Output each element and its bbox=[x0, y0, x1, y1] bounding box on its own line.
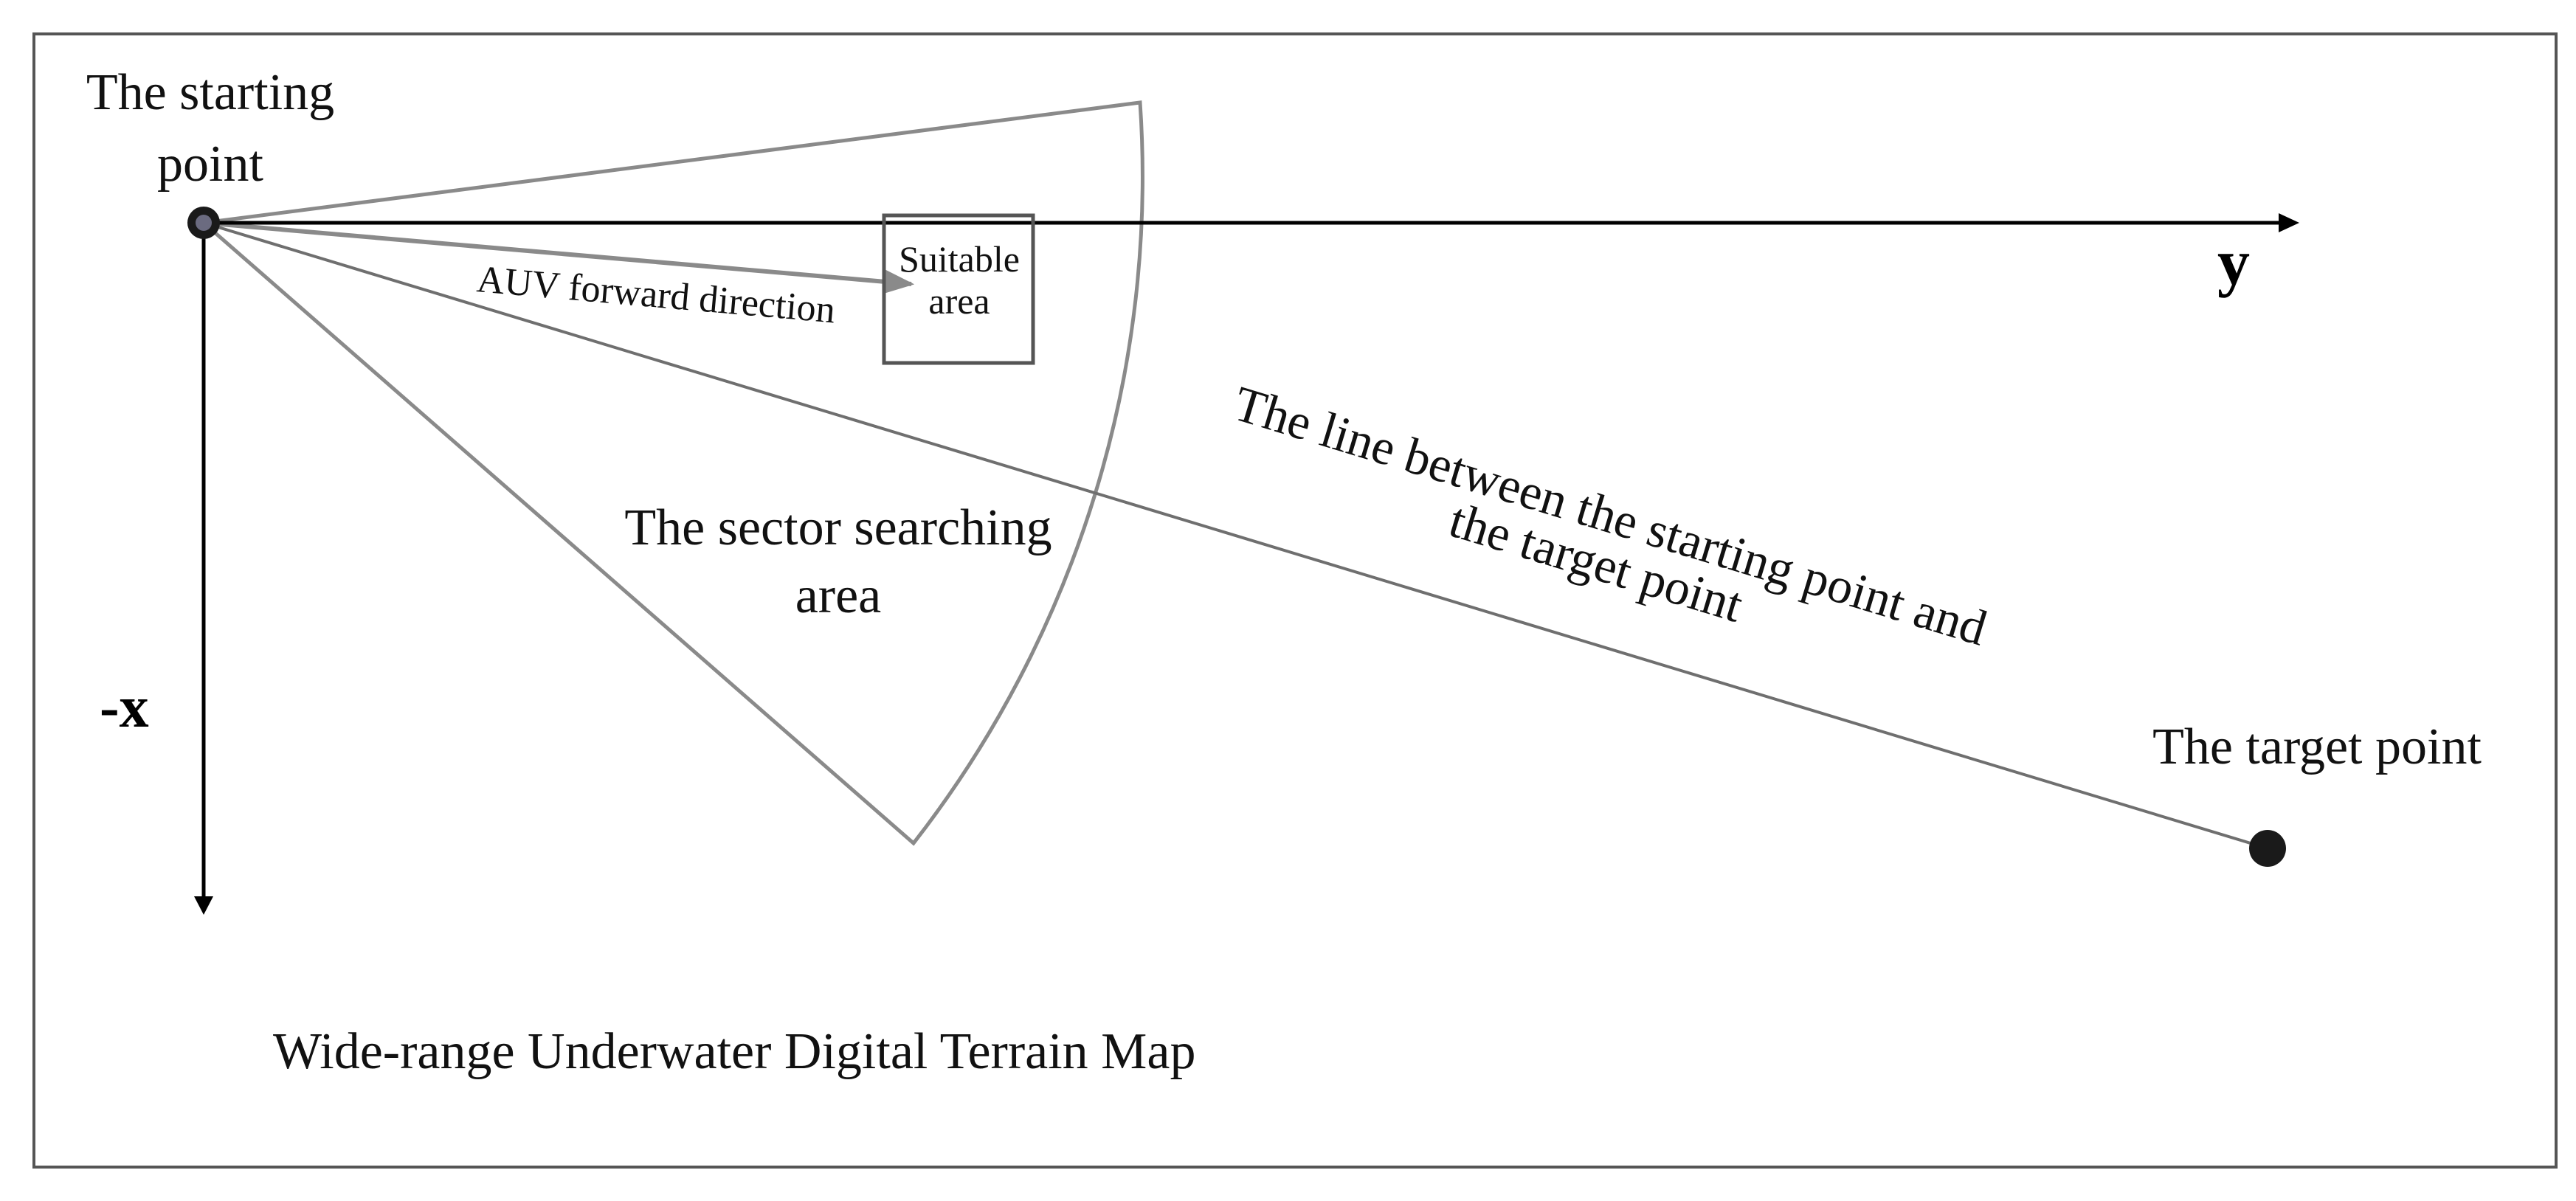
sector-area-label-line2: area bbox=[795, 567, 882, 624]
connecting-line-label-line1: The line between the starting point and bbox=[1228, 375, 1994, 656]
y-axis-arrowhead bbox=[2279, 213, 2299, 232]
start-target-line bbox=[203, 221, 2268, 850]
map-title: Wide-range Underwater Digital Terrain Ma… bbox=[273, 1023, 1195, 1080]
sector-area-label-line1: The sector searching bbox=[624, 499, 1052, 556]
target-point-marker bbox=[2249, 830, 2286, 867]
auv-forward-arrow bbox=[203, 221, 915, 294]
starting-point-label-line1: The starting bbox=[86, 64, 334, 121]
x-axis-label: -x bbox=[100, 675, 149, 740]
suitable-area-label-line1: Suitable bbox=[899, 238, 1020, 280]
map-frame bbox=[32, 32, 2558, 1169]
suitable-area-box bbox=[882, 213, 1035, 365]
starting-point-label-line2: point bbox=[157, 136, 263, 193]
connecting-line-label: The line between the starting point and … bbox=[1228, 375, 1994, 656]
y-axis-label: y bbox=[2217, 227, 2250, 299]
target-point-label: The target point bbox=[2152, 719, 2482, 775]
starting-point-inner bbox=[196, 215, 212, 231]
suitable-area-label-line2: area bbox=[928, 280, 990, 322]
x-axis-arrowhead bbox=[194, 896, 213, 915]
